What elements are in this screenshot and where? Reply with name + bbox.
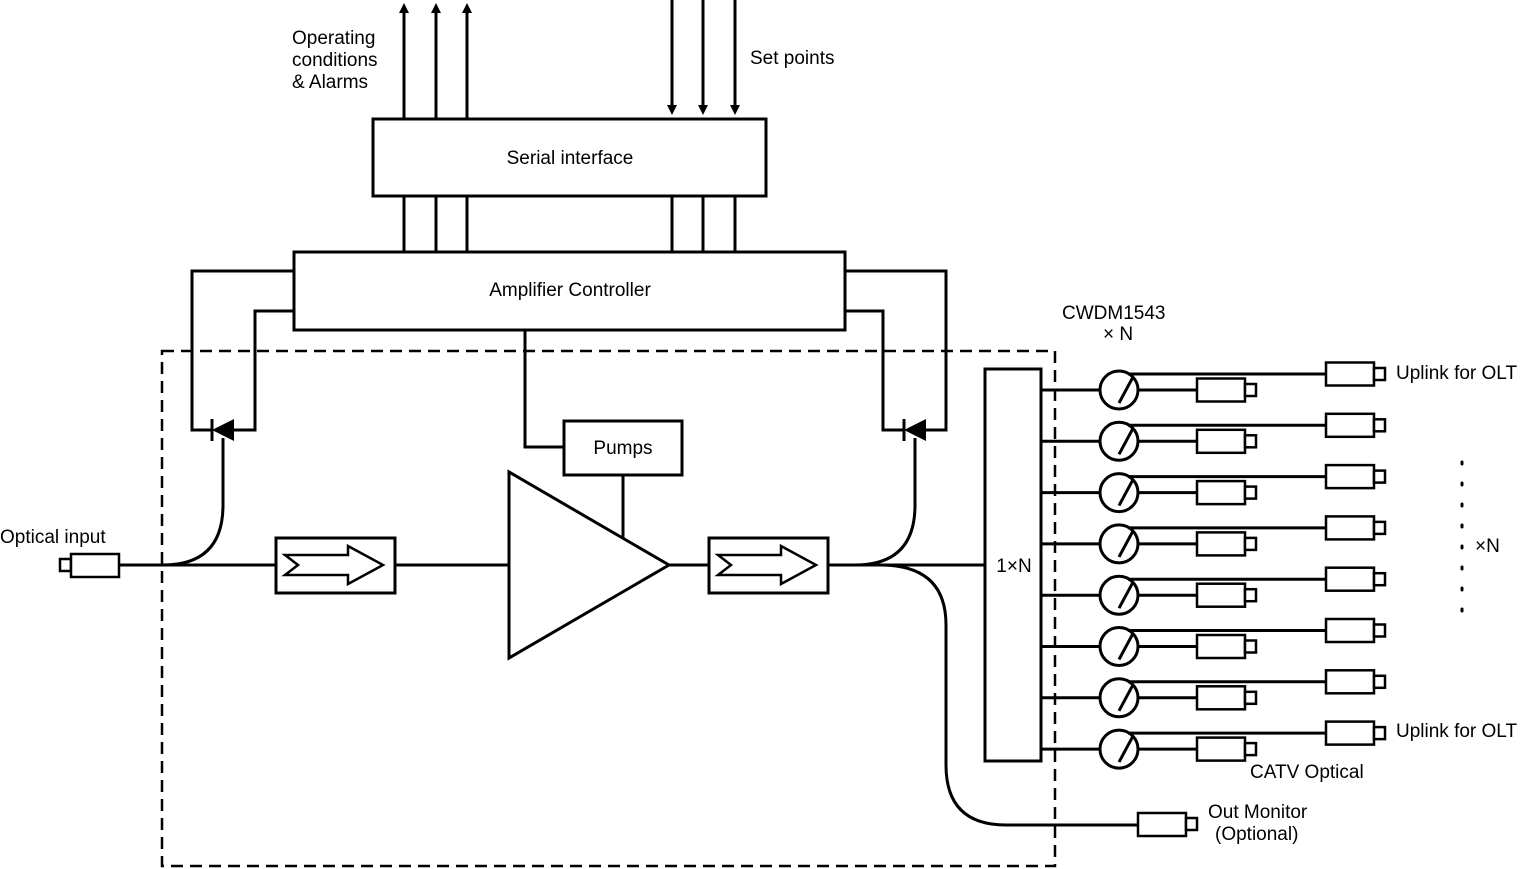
output-monitor-wiring — [845, 269, 948, 567]
amplifier-controller-box — [292, 250, 847, 332]
optical-input-label: Optical input — [0, 527, 106, 548]
wdm-channel-group — [1041, 361, 1387, 770]
wdm-channel-row — [1041, 669, 1387, 719]
input-photodiode-icon — [212, 419, 234, 441]
operating-label-2: conditions — [292, 50, 378, 71]
catv-connector-icon — [1195, 633, 1258, 660]
wdm-channel-row — [1041, 566, 1387, 616]
input-isolator-icon — [274, 536, 397, 595]
controller-pump-link — [523, 330, 564, 449]
uplink-connector-icon — [1324, 566, 1387, 592]
uplink-bottom-label: Uplink for OLT — [1396, 721, 1517, 742]
amplifier-triangle-icon — [507, 469, 672, 661]
catv-connector-icon — [1195, 377, 1258, 403]
catv-connector-icon — [1195, 582, 1258, 608]
pumps-box — [562, 419, 684, 477]
amplifier-controller-label: Amplifier Controller — [489, 280, 651, 301]
catv-connector-icon — [1195, 531, 1258, 557]
cwdm-label-2: × N — [1103, 324, 1133, 345]
serial-interface-box — [371, 117, 768, 198]
output-isolator-icon — [707, 536, 830, 595]
uplink-top-label: Uplink for OLT — [1396, 363, 1517, 384]
catv-optical-label: CATV Optical — [1250, 762, 1364, 783]
control-bus-lines — [402, 196, 737, 252]
setpoint-input-arrows — [667, 0, 740, 115]
out-monitor-label-2: (Optional) — [1215, 824, 1298, 845]
set-points-label: Set points — [750, 48, 835, 69]
uplink-connector-icon — [1324, 669, 1387, 695]
uplink-connector-icon — [1324, 412, 1387, 439]
catv-connector-icon — [1195, 736, 1258, 762]
wdm-channel-row — [1041, 515, 1387, 565]
operating-label-1: Operating — [292, 28, 375, 49]
catv-connector-icon — [1195, 685, 1258, 711]
splitter-label: 1×N — [996, 556, 1031, 577]
uplink-connector-icon — [1324, 617, 1387, 644]
out-monitor-connector-icon — [1136, 811, 1199, 838]
wdm-channel-row — [1041, 412, 1387, 462]
uplink-connector-icon — [1324, 515, 1387, 541]
operating-label-3: & Alarms — [292, 72, 368, 93]
uplink-connector-icon — [1324, 463, 1387, 490]
main-optical-path — [119, 563, 1138, 827]
output-photodiode-icon — [904, 419, 926, 441]
uplink-connector-icon — [1324, 361, 1387, 387]
status-output-arrows — [399, 3, 472, 118]
times-n-label: ×N — [1475, 536, 1500, 557]
input-monitor-wiring — [162, 269, 294, 567]
uplink-connector-icon — [1324, 720, 1387, 746]
serial-interface-label: Serial interface — [507, 148, 634, 169]
cwdm-label-1: CWDM1543 — [1062, 303, 1165, 324]
out-monitor-label-1: Out Monitor — [1208, 802, 1308, 823]
wdm-channel-row — [1041, 463, 1387, 514]
wdm-channel-row — [1041, 720, 1387, 770]
module-boundary — [160, 349, 1057, 868]
splitter-box — [983, 367, 1043, 763]
wdm-channel-row — [1041, 361, 1387, 411]
catv-connector-icon — [1195, 479, 1258, 506]
catv-connector-icon — [1195, 428, 1258, 455]
wdm-channel-row — [1041, 617, 1387, 667]
optical-input-connector-icon — [58, 552, 121, 579]
pumps-label: Pumps — [593, 438, 652, 459]
